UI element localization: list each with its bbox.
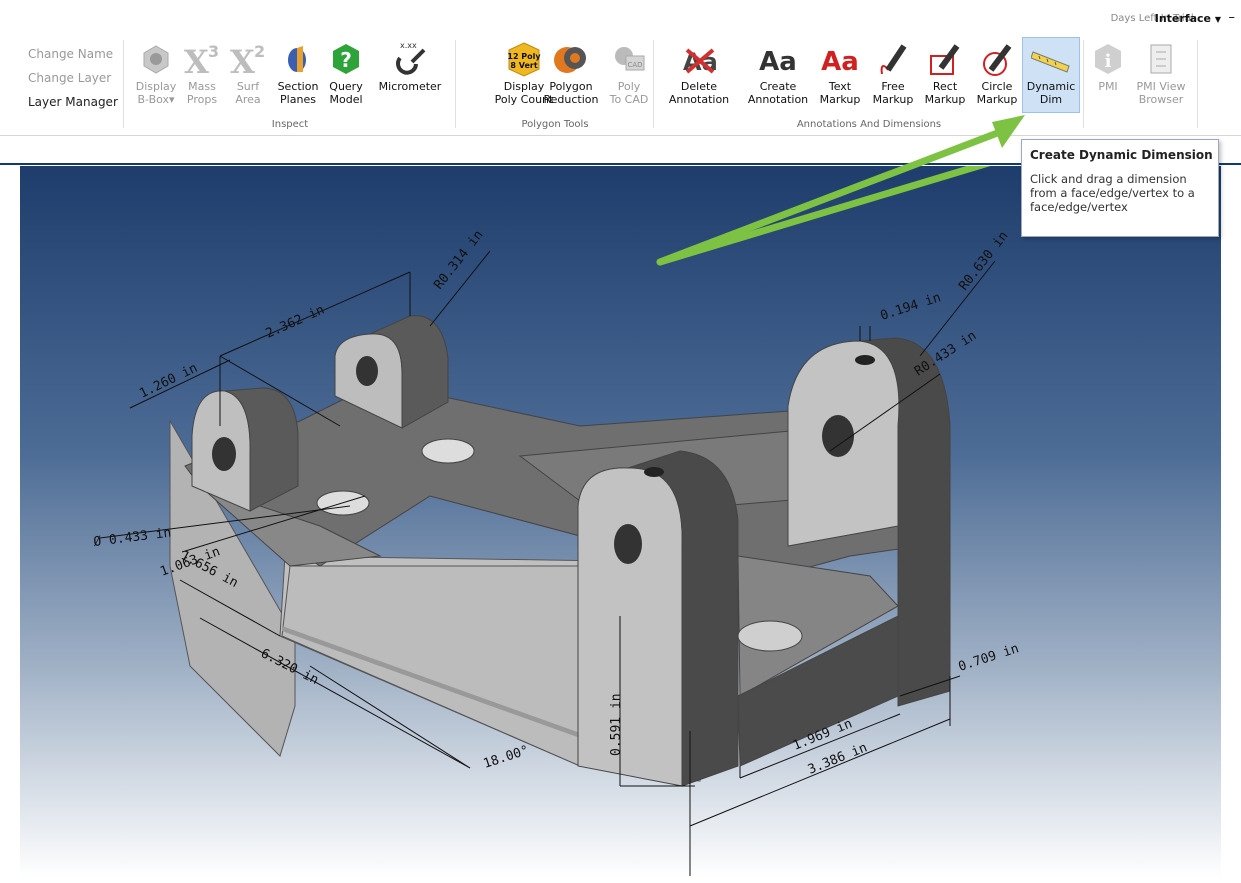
pocket-front xyxy=(737,615,899,767)
dim-label-2[interactable]: R0.314 in xyxy=(431,228,486,293)
pmi-icon: i xyxy=(1095,44,1121,74)
polygon-reduction-button[interactable]: Polygon Reduction xyxy=(536,38,606,106)
svg-text:3: 3 xyxy=(208,42,219,61)
layer-manager-button[interactable]: Layer Manager xyxy=(28,95,118,109)
svg-text:8 Vert: 8 Vert xyxy=(510,61,537,70)
viewport-top-border xyxy=(0,163,1241,165)
front-lug-hole xyxy=(614,524,642,564)
title-strip: Days Left In Trial: Interface ▼ – xyxy=(0,0,1241,34)
bbox-icon xyxy=(143,45,169,74)
green-arrow-icon xyxy=(656,166,991,266)
annotations-group-label: Annotations And Dimensions xyxy=(796,119,942,130)
change-layer-button[interactable]: Change Layer xyxy=(28,71,112,85)
pmi-view-browser-icon xyxy=(1150,44,1172,74)
model-canvas[interactable]: 2.362 in R0.314 in 1.260 in 0.194 in R0.… xyxy=(20,166,1221,878)
right-lug-hole xyxy=(822,415,854,457)
pocket-hole xyxy=(737,620,803,652)
layer-group: Change Name Change Layer Layer Manager xyxy=(0,34,124,134)
micrometer-button[interactable]: x.xx Micrometer xyxy=(378,41,442,93)
free-markup-pen-icon xyxy=(880,44,907,75)
tooltip-title: Create Dynamic Dimension xyxy=(1030,148,1213,162)
text-markup-icon: Aa xyxy=(821,47,859,76)
dim-label-15[interactable]: 0.709 in xyxy=(957,641,1021,675)
rect-markup-icon xyxy=(930,44,960,75)
dim-label-7[interactable]: Ø 0.433 in xyxy=(93,526,173,550)
dim-label-3[interactable]: 1.260 in xyxy=(137,361,200,402)
interface-label: Interface xyxy=(1154,12,1211,25)
svg-text:Aa: Aa xyxy=(759,47,797,76)
svg-text:X: X xyxy=(184,43,209,77)
delete-annotation-icon: Aa xyxy=(683,48,718,76)
dynamic-dim-ruler-icon xyxy=(1031,51,1070,73)
circle-markup-button[interactable]: Circle Markup xyxy=(972,38,1022,106)
ribbon: Change Name Change Layer Layer Manager D… xyxy=(0,34,1241,136)
svg-text:?: ? xyxy=(340,48,352,72)
delete-annotation-button[interactable]: Aa Delete Annotation xyxy=(660,38,738,106)
poly-to-cad-icon: CAD xyxy=(615,47,645,71)
polygon-tools-label: Polygon Tools xyxy=(521,119,589,130)
minimize-ribbon-button[interactable]: – xyxy=(1228,10,1236,25)
svg-text:CAD: CAD xyxy=(627,61,642,69)
annotations-group: Aa Delete Annotation Aa Create Annotatio… xyxy=(654,34,1084,134)
caret-down-icon: ▼ xyxy=(1214,15,1221,24)
back-lug-hole xyxy=(356,356,378,386)
tooltip-create-dynamic-dimension: Create Dynamic Dimension Click and drag … xyxy=(1021,139,1219,237)
circle-markup-icon xyxy=(983,44,1012,76)
inspect-group-label: Inspect xyxy=(271,119,309,130)
svg-text:Aa: Aa xyxy=(821,47,859,76)
model-front-lower-face xyxy=(281,565,581,767)
interface-menu[interactable]: Interface ▼ xyxy=(1155,12,1221,25)
3d-viewport[interactable]: 2.362 in R0.314 in 1.260 in 0.194 in R0.… xyxy=(20,166,1221,878)
pocket-floor xyxy=(737,555,899,697)
section-planes-button[interactable]: Section Planes xyxy=(274,38,322,106)
dim-label-1[interactable]: 2.362 in xyxy=(264,302,327,341)
dimension-lines xyxy=(99,250,996,876)
dim-label-12[interactable]: 18.00° xyxy=(482,743,531,772)
right-lug-small-hole xyxy=(855,355,875,365)
front-lug-small-hole xyxy=(644,467,664,477)
front-lug-side xyxy=(627,450,739,787)
svg-text:X: X xyxy=(230,43,255,77)
poly-to-cad-button[interactable]: CAD Poly To CAD xyxy=(608,38,650,106)
create-annotation-button[interactable]: Aa Create Annotation xyxy=(740,38,816,106)
text-markup-button[interactable]: Aa Text Markup xyxy=(814,38,866,106)
free-markup-button[interactable]: Free Markup xyxy=(868,38,918,106)
front-lug xyxy=(577,467,683,787)
dim-label-11[interactable]: 0.591 in xyxy=(609,693,624,756)
svg-text:12 Poly: 12 Poly xyxy=(507,52,541,61)
left-lug-hole xyxy=(212,437,236,471)
section-plane-icon xyxy=(288,46,306,72)
dynamic-dim-button[interactable]: Dynamic Dim xyxy=(1022,37,1080,113)
micrometer-icon: x.xx xyxy=(396,41,426,75)
left-lug-side xyxy=(224,387,299,512)
pmi-view-browser-button[interactable]: PMI View Browser xyxy=(1130,38,1192,106)
polygon-reduction-icon xyxy=(554,47,586,73)
query-model-button[interactable]: ? Query Model xyxy=(324,38,368,106)
trial-text: Days Left In Trial: xyxy=(1110,13,1197,24)
pmi-button[interactable]: i PMI xyxy=(1088,38,1128,93)
dim-label-5[interactable]: R0.630 in xyxy=(956,229,1011,294)
create-annotation-icon: Aa xyxy=(759,47,797,76)
rect-markup-button[interactable]: Rect Markup xyxy=(920,38,970,106)
dim-label-4[interactable]: 0.194 in xyxy=(879,290,943,324)
pmi-group: i PMI PMI View Browser xyxy=(1084,34,1198,134)
tooltip-body: Click and drag a dimension from a face/e… xyxy=(1030,172,1195,214)
top-hole-center xyxy=(421,438,475,464)
display-bbox-button[interactable]: Display B-Box▾ xyxy=(134,38,178,106)
svg-text:i: i xyxy=(1105,51,1112,72)
change-name-button[interactable]: Change Name xyxy=(28,47,114,61)
svg-text:2: 2 xyxy=(254,42,265,61)
right-lug-side xyxy=(859,337,951,707)
question-shield-icon: ? xyxy=(333,44,359,74)
svg-text:x.xx: x.xx xyxy=(400,41,417,50)
